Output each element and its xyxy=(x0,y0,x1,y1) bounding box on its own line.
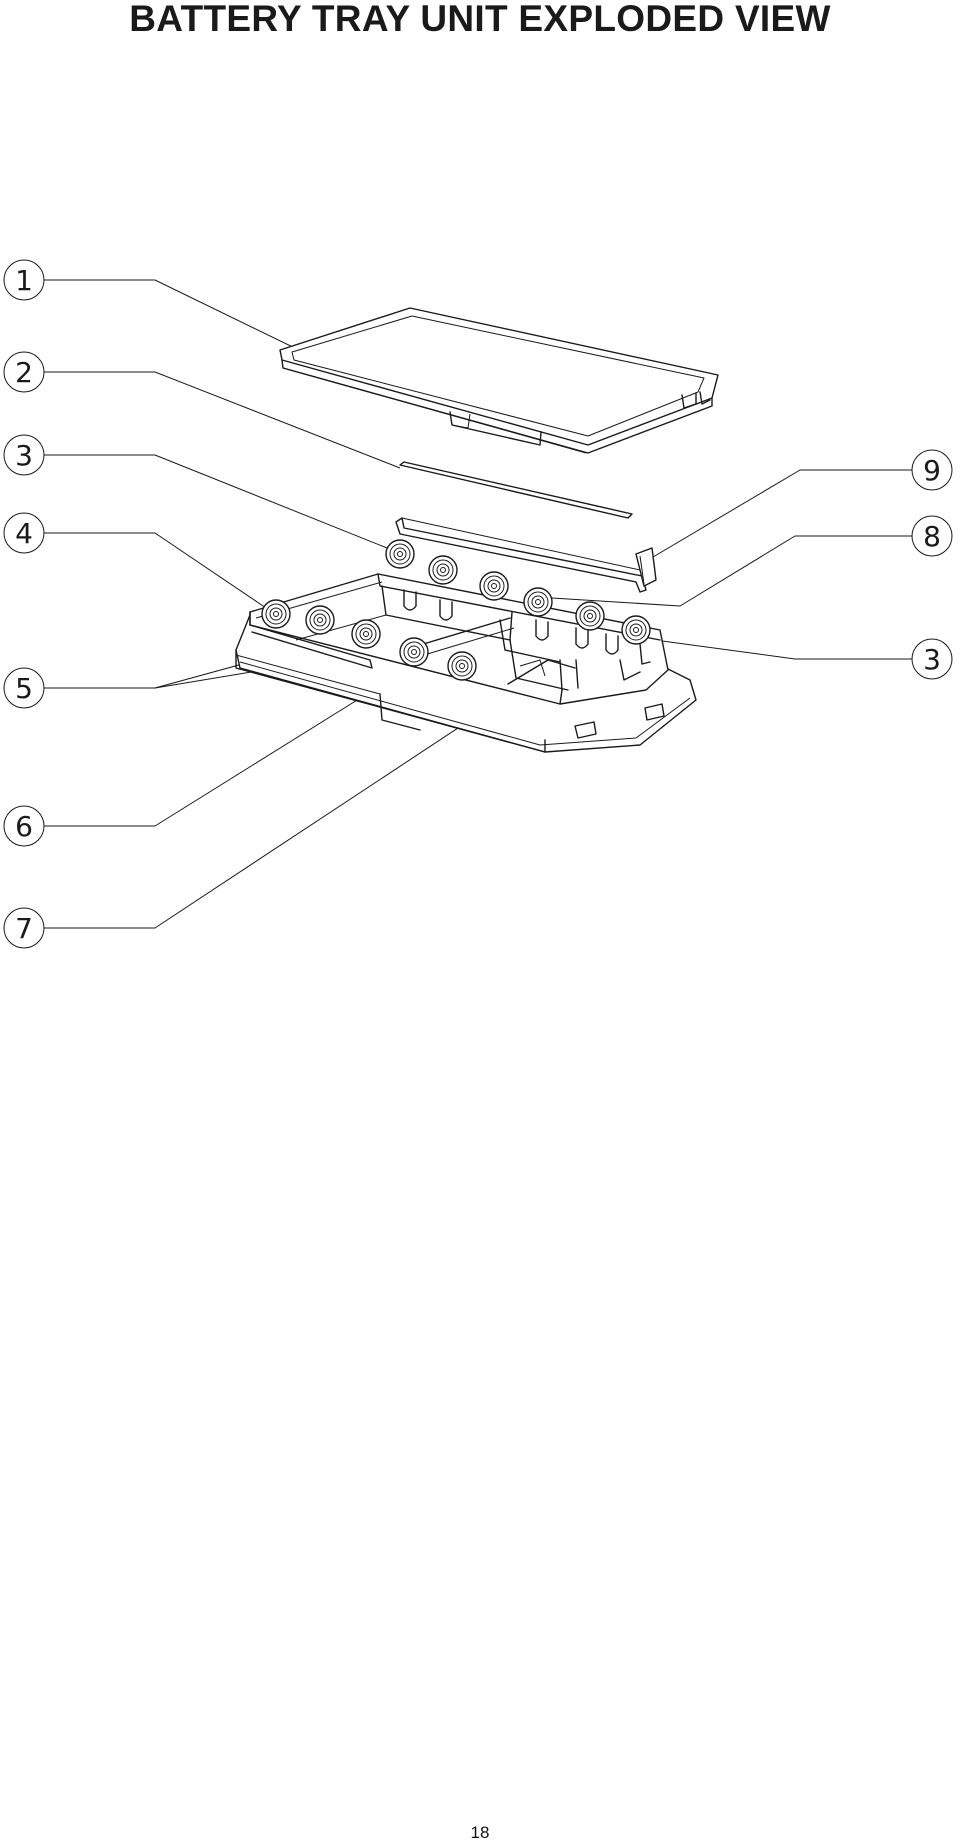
leader-line-7 xyxy=(44,663,556,929)
callout-6: 6 xyxy=(3,805,45,847)
callout-label-3-left: 3 xyxy=(15,439,33,472)
spring-5b xyxy=(351,619,381,649)
callout-7: 7 xyxy=(3,907,45,949)
callout-9: 9 xyxy=(911,449,953,491)
leader-line-4 xyxy=(44,532,273,613)
callout-label-5: 5 xyxy=(15,672,33,705)
spring-3d xyxy=(523,587,553,617)
callout-label-7: 7 xyxy=(15,912,33,945)
callout-1: 1 xyxy=(3,259,45,301)
page-title: BATTERY TRAY UNIT EXPLODED VIEW xyxy=(129,0,831,39)
part-tray-housing xyxy=(235,573,697,753)
callout-label-1: 1 xyxy=(15,264,33,297)
page-number: 18 xyxy=(470,1823,490,1842)
leader-line-3-left xyxy=(44,454,393,551)
callout-8: 8 xyxy=(911,515,953,557)
callout-label-6: 6 xyxy=(15,810,33,843)
callout-3-left: 3 xyxy=(3,434,45,476)
spring-5a xyxy=(305,605,335,635)
part-cover-frame xyxy=(279,307,719,454)
spring-5d xyxy=(447,651,477,681)
part-bracket xyxy=(395,517,657,593)
callout-label-3-right: 3 xyxy=(923,643,941,676)
spring-3a xyxy=(385,539,415,569)
spring-3b xyxy=(428,555,458,585)
leader-line-6 xyxy=(44,691,371,827)
leader-line-8 xyxy=(551,535,912,607)
callout-5: 5 xyxy=(3,667,45,709)
callout-4: 4 xyxy=(3,512,45,554)
leader-lines xyxy=(44,279,912,929)
callout-label-2: 2 xyxy=(15,356,33,389)
callout-3-right: 3 xyxy=(911,638,953,680)
spring-4 xyxy=(261,599,291,629)
spring-3e xyxy=(575,601,605,631)
part-strip-label xyxy=(399,461,633,519)
spring-5c xyxy=(399,637,429,667)
leader-line-3-right xyxy=(639,637,912,660)
callout-2: 2 xyxy=(3,351,45,393)
leader-line-1 xyxy=(44,279,341,371)
callout-label-4: 4 xyxy=(15,517,33,550)
spring-3f xyxy=(621,615,651,645)
callout-label-8: 8 xyxy=(923,520,941,553)
callout-label-9: 9 xyxy=(923,454,941,487)
springs xyxy=(261,539,651,681)
leader-line-2 xyxy=(44,371,401,469)
leader-line-9 xyxy=(647,469,912,561)
spring-3c xyxy=(479,571,509,601)
